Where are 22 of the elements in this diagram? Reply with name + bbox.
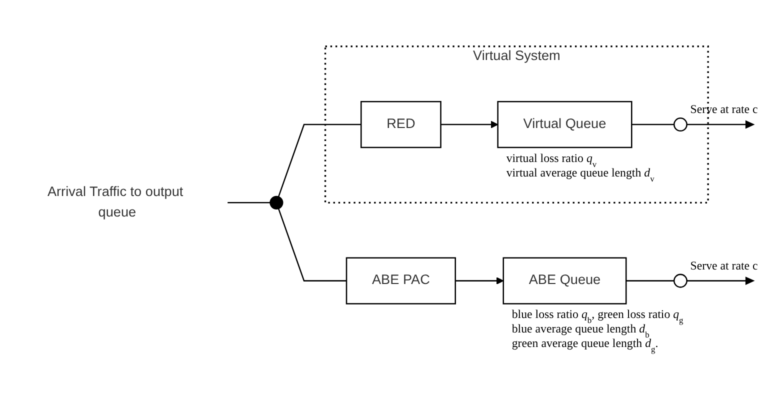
node-box: RED bbox=[360, 100, 442, 148]
connector bbox=[632, 124, 674, 126]
node-label: blue loss ratio q$_{b}$, green loss ratio q$_{g}$ bbox=[512, 307, 684, 326]
connector bbox=[278, 124, 362, 197]
arrow bbox=[686, 276, 755, 286]
arrow bbox=[440, 120, 498, 128]
annotation-text: virtual loss ratio q$_{v}$ virtual average queue length d$_{v}$ bbox=[506, 150, 654, 184]
node-circle bbox=[673, 274, 688, 288]
node-box: ABE Queue bbox=[502, 257, 627, 304]
connector bbox=[626, 280, 674, 282]
connector bbox=[278, 208, 346, 282]
node-circle bbox=[673, 118, 688, 132]
annotation-text: Serve at rate c bbox=[690, 258, 758, 272]
arrow bbox=[686, 120, 755, 129]
node-text: Arrival Traffic to output queue bbox=[47, 184, 184, 220]
arrow bbox=[455, 277, 504, 285]
node-circle bbox=[270, 196, 284, 210]
node-box: Virtual Queue bbox=[497, 100, 632, 148]
node-box: ABE PAC bbox=[346, 257, 456, 304]
annotation-text: blue loss ratio q$_{b}$, green loss ratio q$_{g}$ blue average queue length d$_{b}$ green average queue length d$_{g}$. bbox=[512, 307, 684, 354]
connector bbox=[228, 202, 270, 204]
annotation-text: Serve at rate c bbox=[690, 102, 758, 116]
